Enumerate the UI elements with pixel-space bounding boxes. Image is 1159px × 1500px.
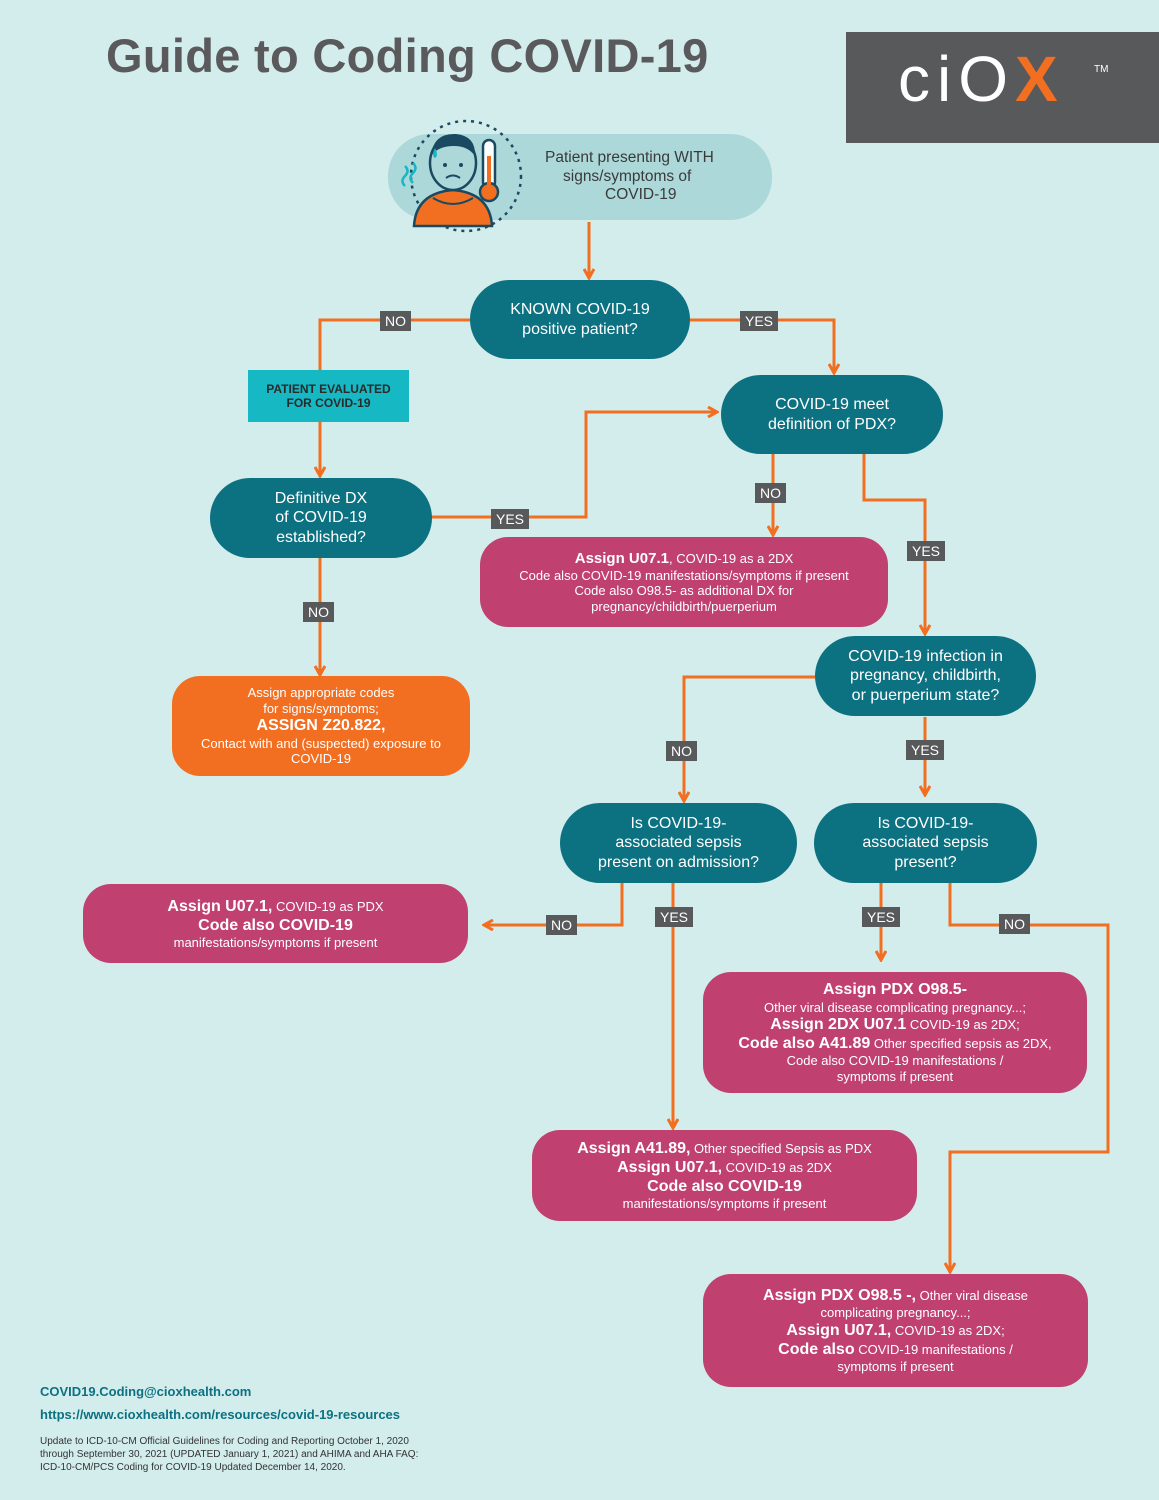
page-title: Guide to Coding COVID-19: [106, 29, 709, 82]
logo-x-mark: X: [1015, 43, 1065, 115]
connector-known-yes: [690, 318, 834, 373]
pdx-decision: COVID-19 meet definition of PDX?: [721, 375, 943, 454]
sepsis-admission-decision: Is COVID-19- associated sepsis present o…: [560, 803, 797, 883]
sepsis-pregnancy-decision: Is COVID-19- associated sepsis present?: [814, 803, 1037, 883]
assign-u071-pdx-box: Assign U07.1, COVID-19 as PDX Code also …: [83, 884, 468, 963]
ciox-logo: ciOX TM: [846, 32, 1159, 143]
label-definitive-yes: YES: [491, 509, 530, 530]
label-pregnancy-yes: YES: [906, 740, 945, 761]
pregnancy-decision: COVID-19 infection in pregnancy, childbi…: [815, 636, 1036, 716]
assign-o985-box: Assign PDX O98.5 -, Other viral disease …: [703, 1274, 1088, 1387]
sick-patient-thermometer-icon: [401, 119, 523, 233]
definitive-dx-decision: Definitive DX of COVID-19 established?: [210, 478, 432, 558]
label-sepsis-preg-yes: YES: [862, 907, 901, 928]
label-known-no: NO: [380, 311, 411, 332]
patient-evaluated-box: PATIENT EVALUATED FOR COVID-19: [248, 370, 409, 422]
connector-definitive-yes: [430, 412, 717, 519]
assign-a4189-box: Assign A41.89, Other specified Sepsis as…: [532, 1130, 917, 1221]
footer-resources-link[interactable]: https://www.cioxhealth.com/resources/cov…: [40, 1407, 401, 1422]
label-sepsis-adm-no: NO: [546, 915, 577, 936]
trademark-symbol: TM: [1094, 64, 1109, 75]
label-known-yes: YES: [740, 311, 779, 332]
known-covid-decision: KNOWN COVID-19 positive patient?: [470, 280, 690, 359]
assign-o985-sepsis-box: Assign PDX O98.5- Other viral disease co…: [703, 972, 1087, 1093]
connector-known-no: [318, 318, 470, 370]
logo-text: ciO: [898, 43, 1015, 115]
footer-reference-note: Update to ICD-10-CM Official Guidelines …: [40, 1436, 419, 1473]
label-sepsis-adm-yes: YES: [655, 907, 694, 928]
assign-z20822-box: Assign appropriate codes for signs/sympt…: [172, 676, 470, 776]
label-pdx-no: NO: [755, 483, 786, 504]
connector-sepsis-adm-no: [484, 883, 624, 925]
connector-pregnancy-no: [684, 675, 815, 801]
assign-u071-2dx-box: Assign U07.1, COVID-19 as a 2DX Code als…: [480, 537, 888, 627]
footer-email-link[interactable]: COVID19.Coding@cioxhealth.com: [40, 1384, 252, 1399]
connector-pdx-yes: [862, 453, 925, 634]
label-pregnancy-no: NO: [666, 741, 697, 762]
label-sepsis-preg-no: NO: [999, 914, 1030, 935]
connector-sepsis-preg-no: [950, 883, 1110, 1272]
label-pdx-yes: YES: [907, 541, 946, 562]
label-definitive-no: NO: [303, 602, 334, 623]
